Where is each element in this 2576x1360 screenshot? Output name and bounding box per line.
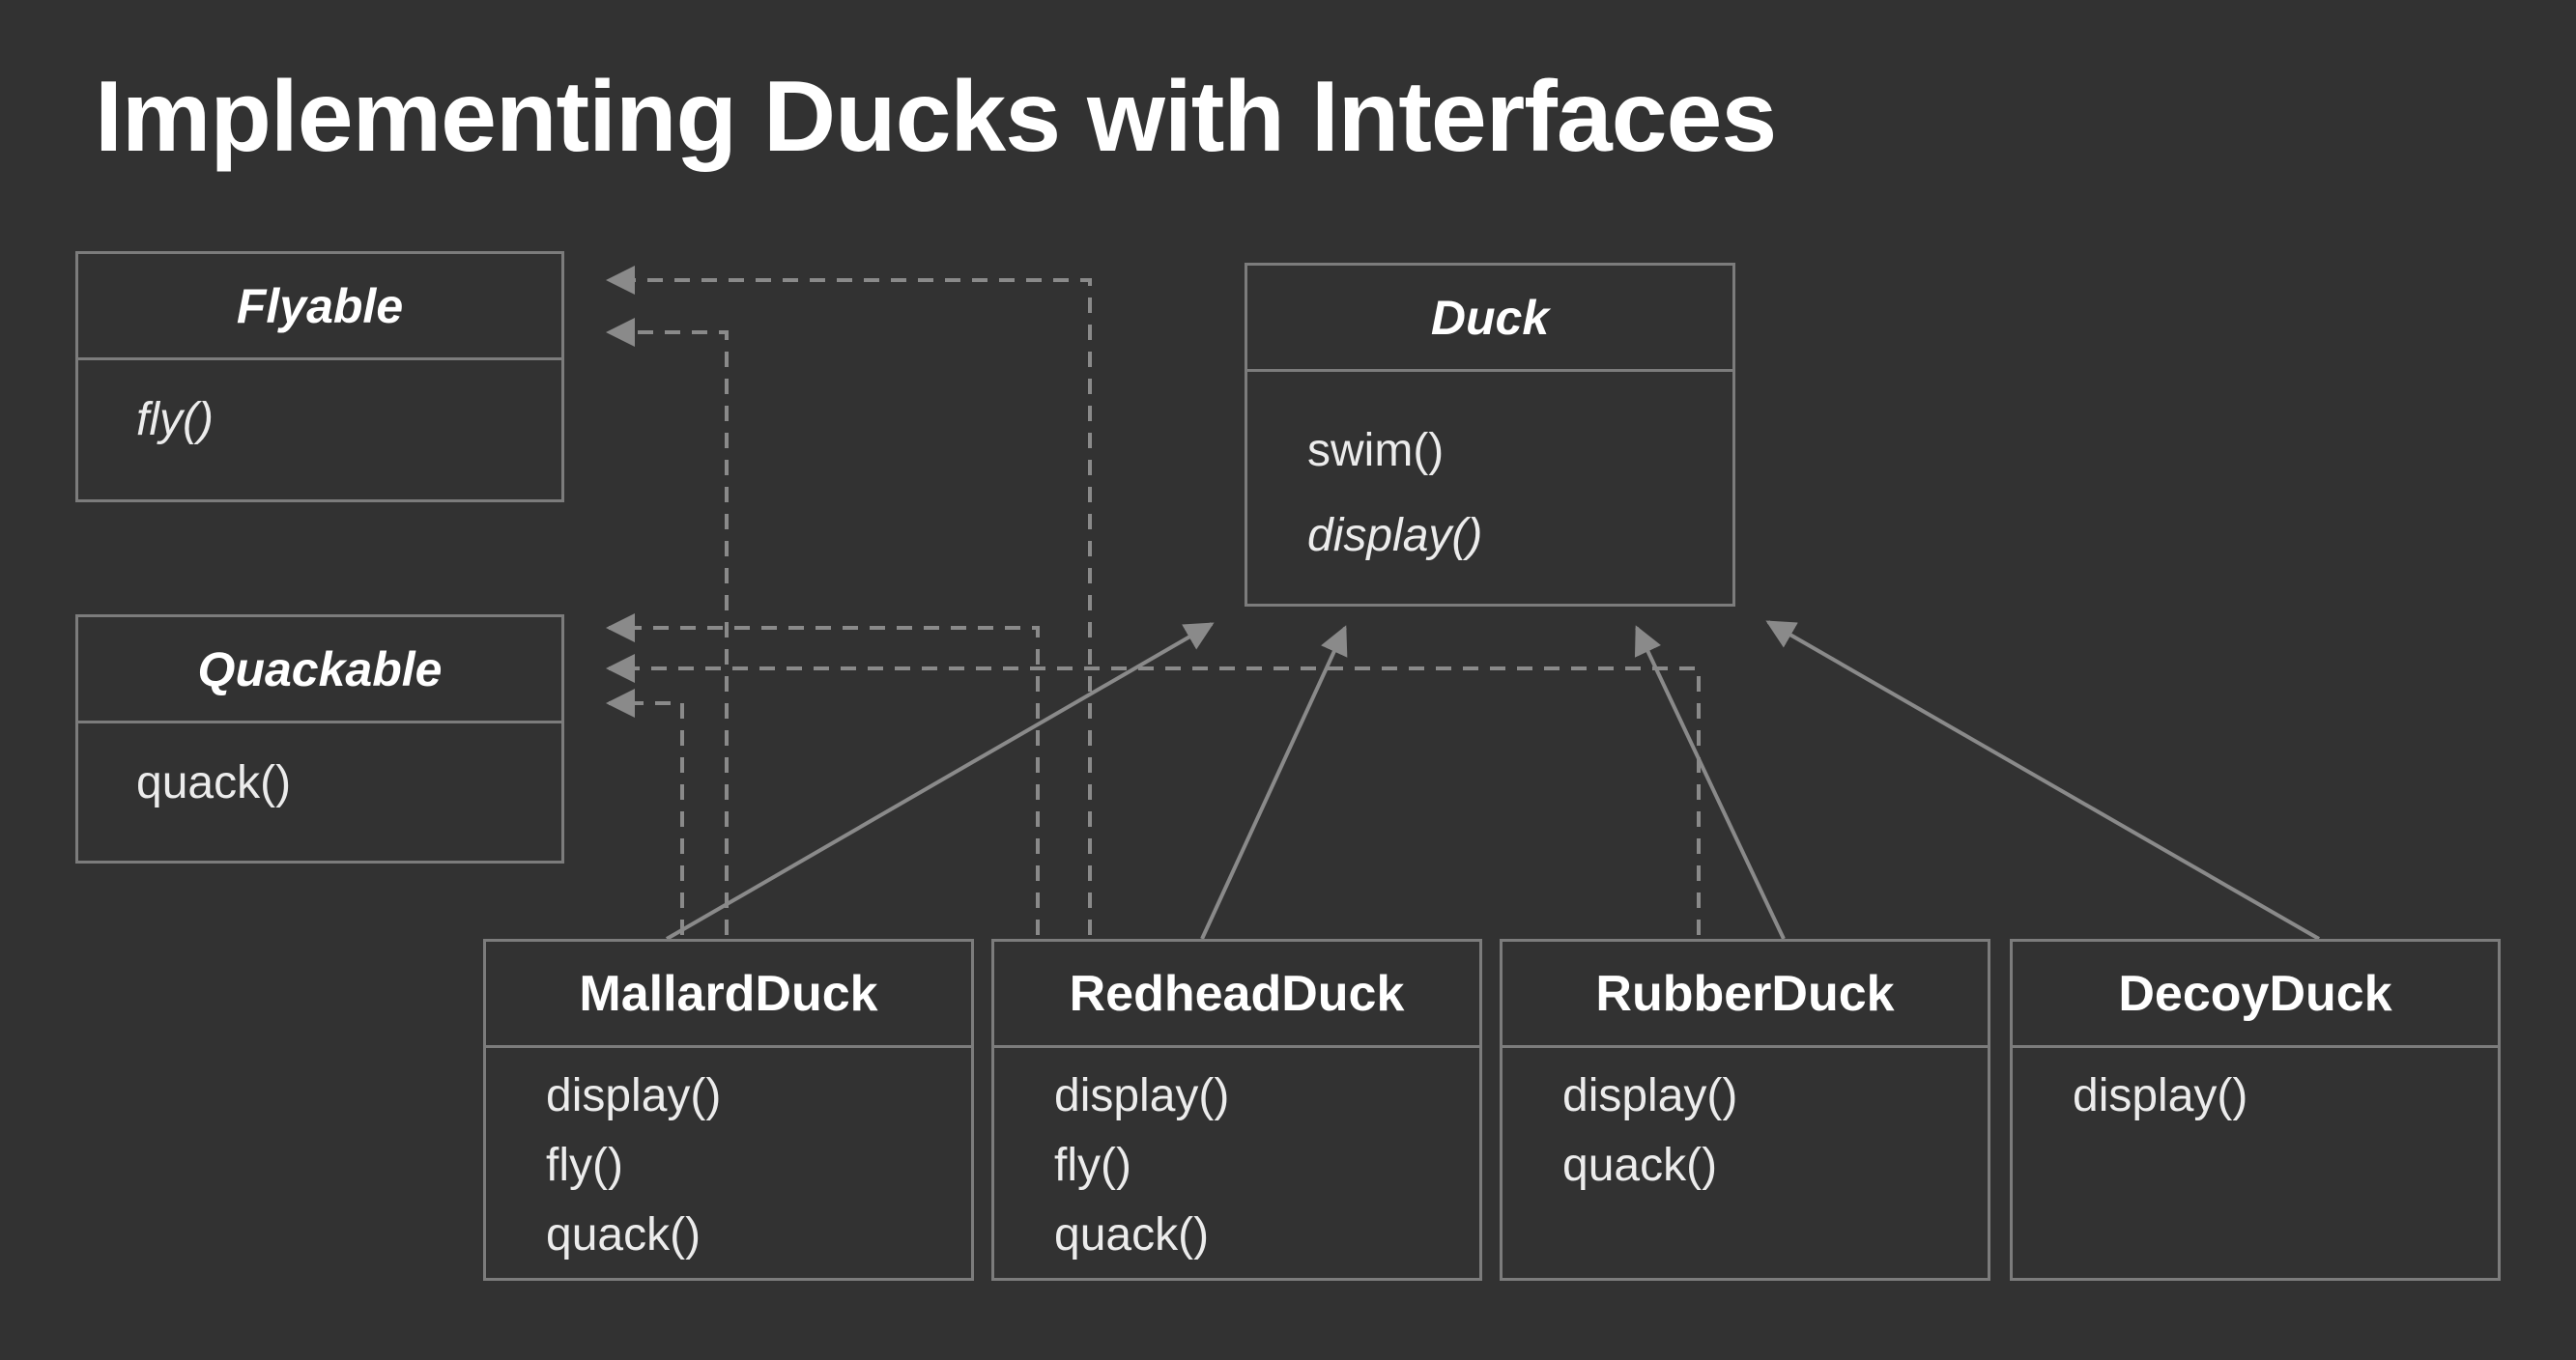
implements-mallard-quackable xyxy=(606,689,684,935)
redheadduck-class-box: RedheadDuck display() fly() quack() xyxy=(991,939,1482,1281)
quackable-method-quack: quack() xyxy=(136,757,292,808)
mallardduck-method-fly: fly() xyxy=(546,1140,623,1191)
decoyduck-class-box: DecoyDuck display() xyxy=(2010,939,2501,1281)
quackable-interface-name: Quackable xyxy=(78,617,561,723)
duck-class-name: Duck xyxy=(1247,266,1732,372)
inherits-redhead-duck xyxy=(1200,625,1348,940)
slide-title: Implementing Ducks with Interfaces xyxy=(95,61,1777,173)
redheadduck-class-name: RedheadDuck xyxy=(994,942,1479,1048)
implements-mallard-flyable xyxy=(606,318,729,935)
decoyduck-class-name: DecoyDuck xyxy=(2013,942,2498,1048)
mallardduck-methods: display() fly() quack() xyxy=(486,1048,971,1270)
inherits-mallard-duck xyxy=(665,622,1215,941)
rubberduck-methods: display() quack() xyxy=(1503,1048,1988,1201)
flyable-methods: fly() xyxy=(78,360,561,455)
inherits-rubber-duck xyxy=(1634,625,1786,940)
mallardduck-class-name: MallardDuck xyxy=(486,942,971,1048)
mallardduck-method-display: display() xyxy=(546,1070,722,1121)
redheadduck-method-display: display() xyxy=(1054,1070,1230,1121)
redheadduck-method-quack: quack() xyxy=(1054,1209,1210,1261)
duck-methods: swim() display() xyxy=(1247,372,1732,579)
duck-method-swim: swim() xyxy=(1307,425,1445,476)
decoyduck-methods: display() xyxy=(2013,1048,2498,1131)
quackable-methods: quack() xyxy=(78,723,561,818)
decoyduck-method-display: display() xyxy=(2073,1070,2248,1121)
rubberduck-method-quack: quack() xyxy=(1562,1140,1718,1191)
rubberduck-class-name: RubberDuck xyxy=(1503,942,1988,1048)
inherits-decoy-duck xyxy=(1765,620,2320,941)
redheadduck-method-fly: fly() xyxy=(1054,1140,1131,1191)
flyable-interface-name: Flyable xyxy=(78,254,561,360)
implements-redhead-quackable xyxy=(606,613,1040,935)
flyable-method-fly: fly() xyxy=(136,394,214,445)
implements-redhead-flyable xyxy=(606,266,1092,935)
implements-rubber-quackable xyxy=(606,654,1701,935)
mallardduck-method-quack: quack() xyxy=(546,1209,701,1261)
mallardduck-class-box: MallardDuck display() fly() quack() xyxy=(483,939,974,1281)
redheadduck-methods: display() fly() quack() xyxy=(994,1048,1479,1270)
rubberduck-class-box: RubberDuck display() quack() xyxy=(1500,939,1990,1281)
rubberduck-method-display: display() xyxy=(1562,1070,1738,1121)
quackable-interface-box: Quackable quack() xyxy=(75,614,564,864)
flyable-interface-box: Flyable fly() xyxy=(75,251,564,502)
duck-method-display: display() xyxy=(1307,510,1483,561)
duck-class-box: Duck swim() display() xyxy=(1245,263,1735,607)
